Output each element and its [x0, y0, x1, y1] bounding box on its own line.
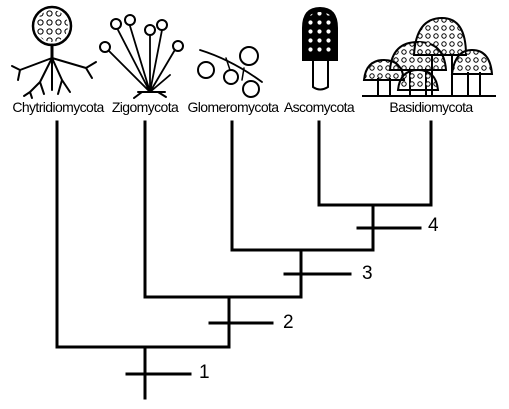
branch-basidiomycota	[371, 120, 433, 207]
node-2	[143, 295, 231, 349]
chytrid-sporangium-icon	[11, 5, 97, 99]
event-markers	[125, 226, 422, 376]
glomeromycete-spores-icon	[197, 46, 263, 98]
taxon-label-zigomycota: Zigomycota	[111, 99, 179, 115]
taxon-label-glomeromycota: Glomeromycota	[187, 99, 279, 115]
morel-mushroom-icon	[302, 6, 338, 91]
node-3	[227, 248, 303, 299]
marker-4-label: 4	[428, 215, 439, 236]
branch-ascomycota	[317, 120, 375, 207]
branch-glomeromycota	[230, 120, 303, 252]
branch-zygomycota	[143, 120, 231, 299]
zygomycete-sporangiophore-icon	[99, 14, 184, 99]
taxon-label-chytridiomycota: Chytridiomycota	[12, 99, 104, 115]
tree-branches	[55, 120, 433, 400]
marker-1-label: 1	[199, 362, 210, 383]
taxon-label-basidiomycota: Basidiomycota	[389, 99, 473, 115]
branch-chytridiomycota	[55, 120, 147, 349]
taxon-label-ascomycota: Ascomycota	[283, 99, 355, 115]
basidiomycete-mushrooms-icon	[362, 16, 496, 97]
marker-3-label: 3	[362, 263, 373, 284]
node-4	[299, 203, 375, 252]
marker-2-label: 2	[283, 312, 294, 333]
